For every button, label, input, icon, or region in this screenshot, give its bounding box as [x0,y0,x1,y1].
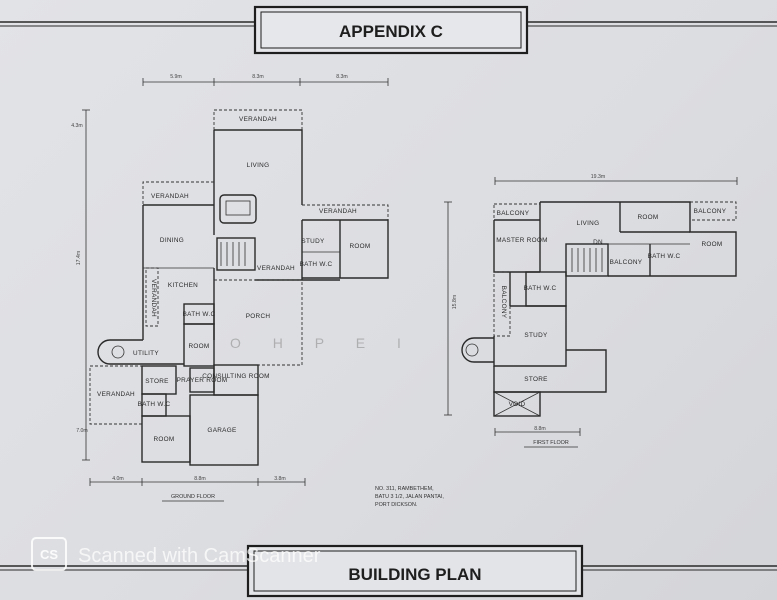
gf-label-consulting-room: CONSULTING ROOM [202,373,270,380]
page-title: APPENDIX C [339,22,443,41]
gf-dim-left-lower: 7.0m [76,428,88,434]
gf-stair [216,237,256,271]
gf-label-verandah-side: VERANDAH [150,279,157,317]
gf-label-verandah-bottom: VERANDAH [97,391,135,398]
ff-label-balcony-side: BALCONY [500,286,507,319]
gf-living-walls [214,129,303,205]
ff-label-store: STORE [524,376,547,383]
footer-box-outer [246,544,584,598]
gf-right-rooms [301,219,389,280]
footer-box-inner [253,550,577,592]
gf-label-room-mid: ROOM [188,343,209,350]
gf-dim-top-1: 5.9m [170,74,182,80]
camscanner-logo-icon [31,537,67,571]
gf-verandah-right-outline [302,204,389,220]
gf-label-living: LIVING [247,162,270,169]
ff-store-walls [493,349,607,393]
gf-label-kitchen: KITCHEN [168,282,198,289]
ff-label-master-room: MASTER ROOM [496,237,548,244]
ff-dim-left: 15.8m [452,295,458,309]
gf-utility-round [97,339,143,365]
ff-label-balcony-mid: BALCONY [610,259,643,266]
gf-label-garage: GARAGE [207,427,236,434]
gf-dim-left-total: 17.4m [76,251,82,265]
ff-label-balcony-top-right: BALCONY [694,208,727,215]
footer-banner: BUILDING PLAN [0,544,777,598]
gf-label-store: STORE [145,378,168,385]
gf-dim-bottom-2: 8.8m [194,476,206,482]
ff-main-walls-right [540,201,737,277]
ff-caption: FIRST FLOOR [533,440,569,446]
gf-label-verandah-left: VERANDAH [151,193,189,200]
gf-label-bath-wc-right: BATH W.C [300,261,333,268]
gf-verandah-top-outline [213,109,303,130]
gf-label-verandah-right: VERANDAH [319,208,357,215]
address-line-3: PORT DICKSON. [375,502,417,508]
header-banner: APPENDIX C [0,5,777,55]
gf-fireplace [219,194,257,224]
ff-label-dn: DN [593,239,603,246]
ff-label-void: VOID [509,401,526,408]
gf-porch-outline [214,279,303,366]
address-block: NO. 311, RAMBETHEM, BATU 3 1/2, JALAN PA… [375,486,444,508]
gf-dim-top-2: 8.3m [252,74,264,80]
gf-label-prayer-room: PRAYER ROOM [177,377,228,384]
gf-prayer-room [189,367,215,393]
address-line-2: BATU 3 1/2, JALAN PANTAI, [375,494,444,500]
faint-watermark: O H P E I [230,335,415,351]
camscanner-text: Scanned with CamScanner [78,545,321,567]
gf-label-dining: DINING [160,237,184,244]
footer-title: BUILDING PLAN [348,565,481,584]
ff-stair [565,243,609,277]
camscanner-watermark: CS Scanned with CamScanner [31,537,321,571]
ff-label-balcony-top-left: BALCONY [497,210,530,217]
gf-dim-top-3: 8.3m [336,74,348,80]
address-line-1: NO. 311, RAMBETHEM, [375,486,434,492]
gf-dim-bottom-1: 4.0m [112,476,124,482]
header-box-outer [253,5,529,55]
ff-dim-top: 19.3m [591,174,605,180]
gf-label-porch: PORCH [246,313,271,320]
gf-caption: GROUND FLOOR [171,494,215,500]
gf-dim-bottom-3: 3.8m [274,476,286,482]
ff-master-room-walls [493,220,540,273]
header-box-inner [260,11,522,49]
gf-label-room-bottom: ROOM [153,436,174,443]
ground-floor-plan: 5.9m 8.3m 8.3m 4.3m 17.4m 7.0m 4.0m 8.8m… [71,74,389,502]
ff-label-room-top: ROOM [637,214,658,221]
gf-label-bath-wc-mid: BATH W.C [183,311,216,318]
ff-study-walls [493,305,567,367]
ff-label-study: STUDY [524,332,548,339]
ff-dim-bottom: 8.8m [534,426,546,432]
gf-room-mid [183,323,215,367]
gf-label-study: STUDY [301,238,325,245]
gf-utility-fixture [111,345,125,359]
gf-garage [189,394,259,466]
gf-label-verandah-center: VERANDAH [257,265,295,272]
first-floor-plan: 19.3m 15.8m 8.8m [444,174,738,448]
gf-label-bath-wc-bottom: BATH W.C [138,401,171,408]
gf-verandah-left-outline [142,181,214,205]
gf-verandah-side-outline [145,267,159,327]
gf-label-verandah-top: VERANDAH [239,116,277,123]
gf-label-room-right: ROOM [349,243,370,250]
camscanner-logo-text: CS [40,547,58,562]
ff-round-feature [461,337,494,363]
ff-label-bath-wc-left: BATH W.C [524,285,557,292]
ff-void [493,391,541,417]
ff-label-bath-wc-right: BATH W.C [648,253,681,260]
ff-balcony-top-right [689,201,737,221]
gf-label-utility: UTILITY [133,350,159,357]
ff-label-room-right: ROOM [701,241,722,248]
gf-dim-left-upper: 4.3m [71,123,83,129]
ff-label-living: LIVING [577,220,600,227]
